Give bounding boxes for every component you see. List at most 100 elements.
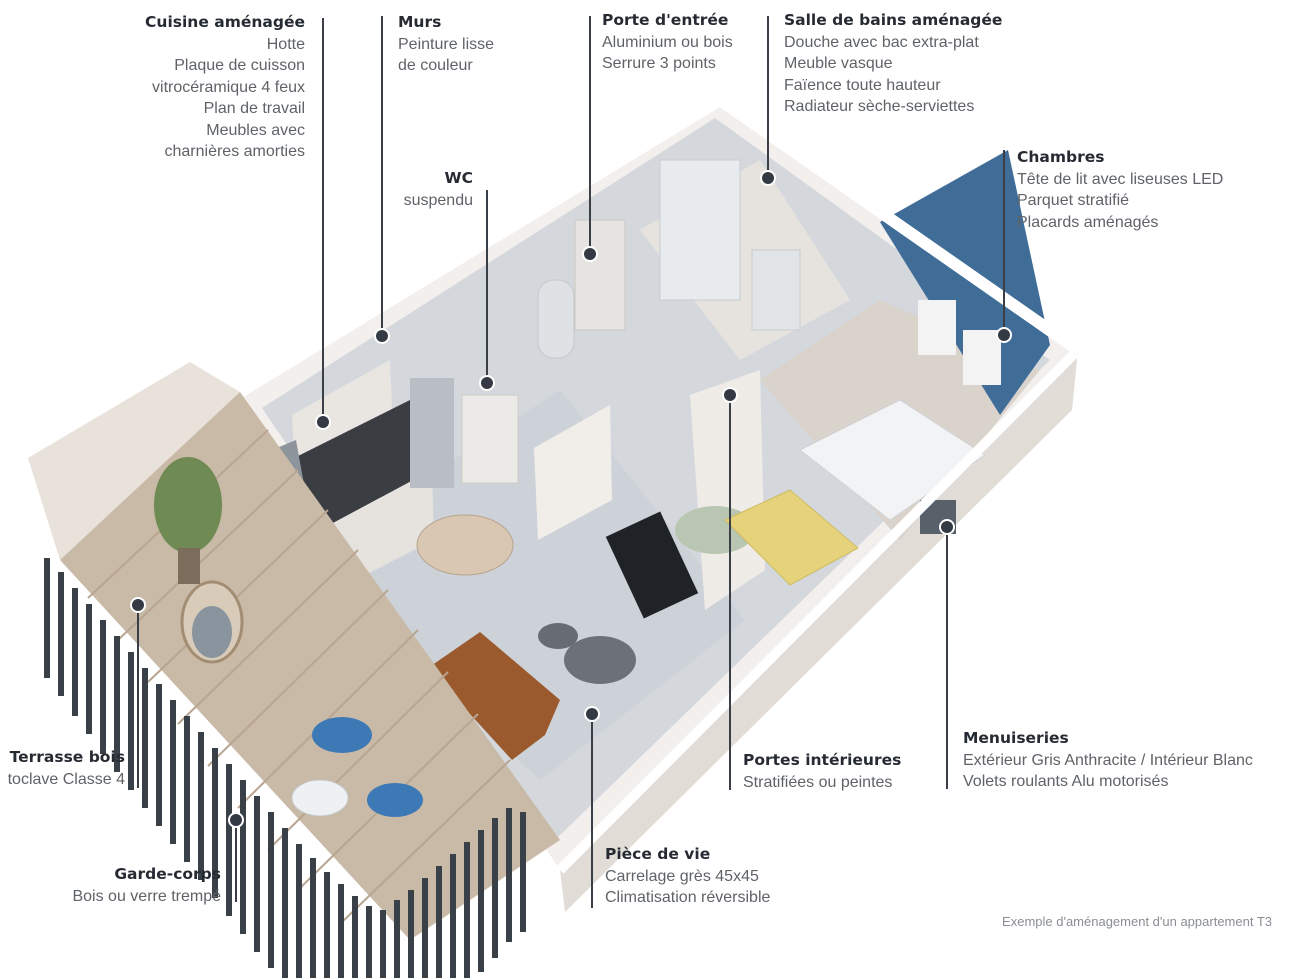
annotation-title: Chambres — [1017, 148, 1105, 166]
annotation-line: suspendu — [403, 191, 473, 209]
leader-line-cuisine — [322, 18, 324, 422]
plant-pot — [178, 548, 200, 584]
annotation-murs: Murs Peinture lisse de couleur — [398, 12, 494, 77]
wall-edge — [236, 92, 1082, 398]
bedroom-accent-wall — [880, 150, 1050, 415]
leader-line-salle-de-bains — [767, 16, 769, 178]
wc-box — [461, 394, 519, 484]
leader-dot-menuiseries — [941, 521, 953, 533]
annotation-salle-de-bains: Salle de bains aménagée Douche avec bac … — [784, 10, 1002, 118]
leader-line-murs — [381, 16, 383, 336]
annotation-chambres: Chambres Tête de lit avec liseuses LED P… — [1017, 147, 1223, 233]
annotation-wc: WC suspendu — [353, 168, 473, 211]
leader-dot-terrasse — [132, 599, 144, 611]
leader-dot-cuisine — [317, 416, 329, 428]
terrace-table — [291, 779, 349, 817]
fridge — [410, 378, 454, 488]
potted-plant — [154, 457, 222, 553]
annotation-line: vitrocéramique 4 feux — [152, 78, 305, 96]
annotation-cuisine: Cuisine aménagée Hotte Plaque de cuisson… — [105, 12, 305, 163]
annotation-line: Peinture lisse — [398, 35, 495, 53]
exterior-wall-side — [560, 350, 1078, 912]
annotation-line: Bois ou verre trempé — [72, 887, 221, 905]
hanging-chair-cushion — [192, 606, 232, 658]
annotation-title: Murs — [398, 13, 442, 31]
annotation-title: WC — [444, 169, 473, 187]
annotation-line: Stratifiées ou peintes — [743, 773, 893, 791]
leader-dot-porte-entree — [584, 248, 596, 260]
partition-wall — [534, 405, 612, 540]
annotation-line: Douche avec bac extra-plat — [784, 33, 979, 51]
leader-dot-salle-de-bains — [762, 172, 774, 184]
leader-line-menuiseries — [946, 527, 948, 789]
annotation-line: toclave Classe 4 — [7, 770, 125, 788]
sofa — [428, 632, 560, 760]
annotation-terrasse: Terrasse bois toclave Classe 4 — [0, 747, 125, 790]
annotation-line: Hotte — [266, 35, 305, 53]
wall-edge — [556, 346, 1082, 874]
leader-dot-wc — [481, 377, 493, 389]
railing-slats — [44, 558, 526, 978]
annotation-line: Placards aménagés — [1017, 213, 1159, 231]
tv-screen — [605, 511, 699, 619]
annotation-line: Tête de lit avec liseuses LED — [1017, 170, 1224, 188]
deck-boards — [87, 429, 511, 925]
annotation-line: Faïence toute hauteur — [784, 76, 941, 94]
dining-table — [416, 514, 514, 576]
leader-dot-garde-corps — [230, 814, 242, 826]
vanity — [751, 249, 801, 331]
annotation-line: Volets roulants Alu motorisés — [963, 773, 1169, 790]
wall-art — [918, 300, 956, 355]
annotation-title: Cuisine aménagée — [145, 13, 305, 31]
annotation-title: Garde-corps — [114, 865, 221, 883]
wall-art — [963, 330, 1001, 385]
annotation-line: Radiateur sèche-serviettes — [784, 98, 975, 115]
annotation-line: Extérieur Gris Anthracite / Intérieur Bl… — [963, 751, 1253, 769]
leader-dot-piece-de-vie — [586, 708, 598, 720]
leader-line-wc — [486, 190, 488, 383]
kitchen-cabinets-upper — [292, 360, 392, 460]
terrace-chair — [312, 717, 372, 753]
single-bed — [724, 489, 859, 586]
annotation-title: Pièce de vie — [605, 845, 711, 863]
terrace-chair — [367, 783, 423, 817]
annotation-piece-de-vie: Pièce de vie Carrelage grès 45x45 Climat… — [605, 844, 770, 909]
shower-glass — [659, 159, 741, 301]
entry-door — [574, 219, 626, 331]
leader-dot-chambres — [998, 329, 1010, 341]
annotation-title: Porte d'entrée — [602, 11, 729, 29]
leader-line-terrasse — [137, 605, 139, 788]
leader-dot-portes-interieures — [724, 389, 736, 401]
annotation-line: charnières amorties — [164, 143, 306, 160]
annotation-line: Aluminium ou bois — [602, 33, 733, 51]
annotation-garde-corps: Garde-corps Bois ou verre trempé — [21, 864, 221, 907]
annotation-line: Plaque de cuisson — [174, 57, 305, 74]
leader-line-portes-interieures — [729, 395, 731, 790]
annotation-line: Carrelage grès 45x45 — [605, 867, 759, 885]
annotation-line: Meubles avec — [206, 121, 305, 139]
leader-dot-murs — [376, 330, 388, 342]
annotation-line: Plan de travail — [203, 100, 305, 117]
annotation-line: de couleur — [398, 57, 473, 74]
side-table — [538, 623, 578, 649]
leader-line-porte-entree — [589, 16, 591, 254]
leader-line-piece-de-vie — [591, 714, 593, 908]
annotation-title: Menuiseries — [963, 729, 1069, 747]
annotation-title: Salle de bains aménagée — [784, 11, 1003, 29]
double-bed — [799, 399, 986, 521]
annotation-line: Meuble vasque — [784, 55, 893, 72]
terrace-side-wall — [28, 362, 240, 560]
water-heater — [537, 279, 575, 359]
leader-line-chambres — [1003, 150, 1005, 335]
annotation-menuiseries: Menuiseries Extérieur Gris Anthracite / … — [963, 728, 1253, 793]
annotation-line: Serrure 3 points — [602, 55, 716, 72]
leader-line-garde-corps — [235, 820, 237, 902]
annotation-title: Terrasse bois — [9, 748, 125, 766]
figure-caption: Exemple d'aménagement d'un appartement T… — [1002, 914, 1272, 929]
annotation-line: Climatisation réversible — [605, 889, 771, 906]
annotation-portes-interieures: Portes intérieures Stratifiées ou peinte… — [743, 750, 901, 793]
coffee-table — [564, 636, 636, 684]
annotation-title: Portes intérieures — [743, 751, 902, 769]
